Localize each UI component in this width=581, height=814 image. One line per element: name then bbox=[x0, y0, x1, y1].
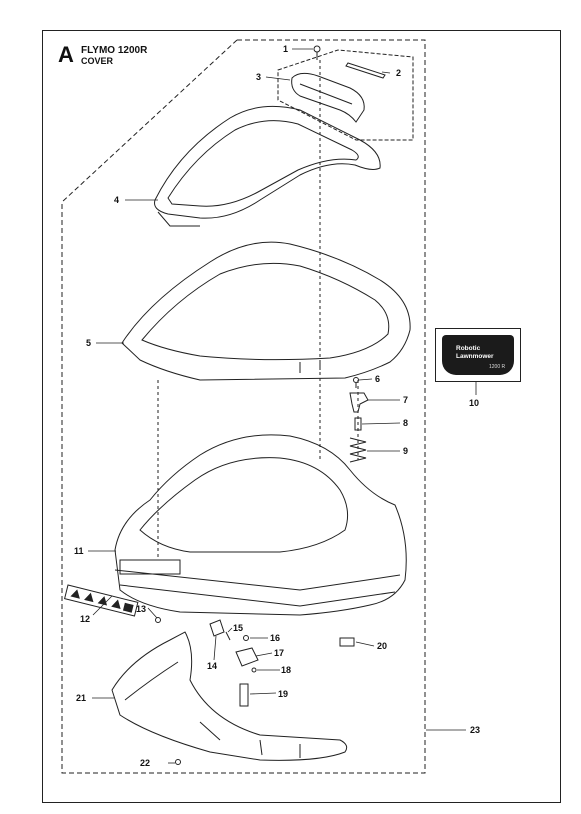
callout-15: 15 bbox=[233, 623, 244, 633]
screw-part-18 bbox=[251, 667, 257, 673]
part-9-spring bbox=[349, 437, 367, 463]
badge-line-3: 1200 R bbox=[489, 364, 506, 370]
callout-17: 17 bbox=[274, 648, 285, 658]
part-19-post bbox=[239, 683, 249, 707]
part-21-bumper bbox=[111, 631, 348, 761]
callout-20: 20 bbox=[377, 641, 388, 651]
part-7-knob bbox=[349, 392, 369, 413]
assembly-dashed-outline bbox=[61, 39, 426, 774]
callout-23: 23 bbox=[470, 725, 481, 735]
part-10-badge-frame: Robotic Lawnmower 1200 R bbox=[435, 328, 521, 382]
part-17-clip bbox=[235, 647, 259, 667]
badge-line-1: Robotic bbox=[456, 345, 481, 352]
callout-12: 12 bbox=[80, 614, 91, 624]
callout-16: 16 bbox=[270, 633, 281, 643]
callout-7: 7 bbox=[403, 395, 409, 405]
part-3-cap bbox=[291, 72, 365, 123]
callout-11: 11 bbox=[74, 546, 84, 556]
part-12-decal bbox=[64, 584, 139, 617]
subassembly-box bbox=[277, 49, 414, 141]
section-subtitle: COVER bbox=[81, 56, 114, 66]
callout-13: 13 bbox=[136, 604, 147, 614]
screw-part-22 bbox=[175, 759, 181, 765]
screw-part-1 bbox=[313, 45, 321, 60]
part-2-strip bbox=[345, 62, 386, 79]
callout-18: 18 bbox=[281, 665, 292, 675]
screw-part-6 bbox=[353, 377, 359, 388]
model-title: FLYMO 1200R bbox=[81, 45, 148, 56]
callout-3: 3 bbox=[256, 72, 262, 82]
callout-22: 22 bbox=[140, 758, 151, 768]
callout-5: 5 bbox=[86, 338, 92, 348]
callout-1: 1 bbox=[283, 44, 289, 54]
screw-part-13 bbox=[155, 617, 161, 623]
callout-19: 19 bbox=[278, 689, 289, 699]
assembly-dashed-diagonal bbox=[61, 39, 238, 203]
callout-9: 9 bbox=[403, 446, 409, 456]
callout-2: 2 bbox=[396, 68, 402, 78]
diagram-frame bbox=[42, 30, 561, 803]
part-20-tag bbox=[339, 637, 355, 647]
part-8-pin bbox=[354, 417, 362, 431]
callout-10: 10 bbox=[469, 398, 480, 408]
part-15-pin bbox=[225, 631, 231, 641]
callout-14: 14 bbox=[207, 661, 218, 671]
screw-part-16 bbox=[243, 635, 249, 641]
part-11-chassis bbox=[114, 434, 407, 616]
leader-lines bbox=[88, 48, 477, 764]
section-letter: A bbox=[58, 42, 74, 67]
callout-21: 21 bbox=[76, 693, 87, 703]
callout-8: 8 bbox=[403, 418, 409, 428]
callout-4: 4 bbox=[114, 195, 120, 205]
callout-6: 6 bbox=[375, 374, 381, 384]
badge-line-2: Lawnmower bbox=[456, 353, 494, 360]
part-5-shell bbox=[121, 241, 411, 381]
badge-plate: Robotic Lawnmower 1200 R bbox=[442, 335, 514, 375]
part-3-cap-edge bbox=[299, 83, 353, 105]
part-4-top-frame bbox=[154, 105, 381, 227]
part-14-pin bbox=[209, 619, 225, 637]
